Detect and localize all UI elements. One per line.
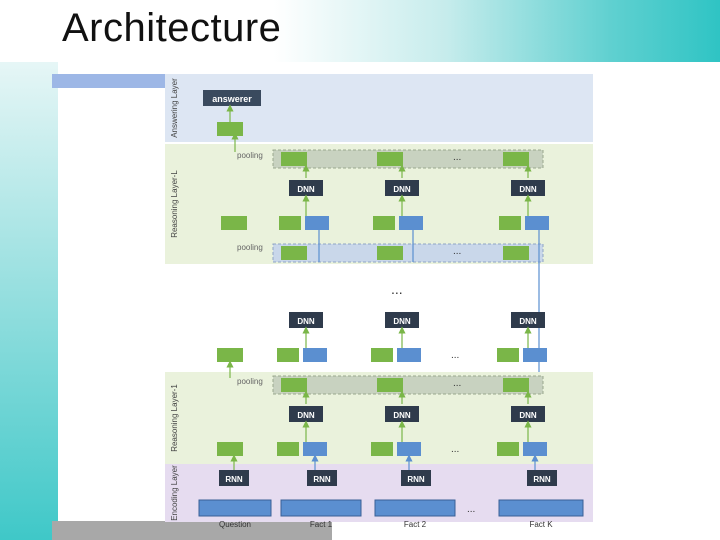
rnn-1: [219, 470, 249, 486]
rnn-4: [527, 470, 557, 486]
dnn-mid-1: [289, 312, 323, 328]
ellipsis-row-mid: ...: [451, 350, 459, 361]
answer-q-box: [217, 122, 243, 136]
dnn-bot-2: [385, 406, 419, 422]
dnn-bot-3-label: DNN: [519, 411, 537, 420]
pooling-label-bottom: pooling: [237, 377, 263, 386]
answering-layer-label: Answering Layer: [170, 78, 179, 138]
reasoning-layer-1-label: Reasoning Layer-1: [170, 384, 179, 452]
rnn-2: [307, 470, 337, 486]
dnn-mid-2-label: DNN: [393, 317, 411, 326]
dnn-mid-3-label: DNN: [519, 317, 537, 326]
fact2-tokens: [374, 499, 456, 517]
ellipsis-row-bottom: ...: [451, 444, 459, 455]
dnn-top-1-label: DNN: [297, 185, 315, 194]
pooling-row-bottom: [272, 375, 544, 395]
header-gradient: [0, 0, 720, 62]
rnn-4-label: RNN: [533, 475, 551, 484]
dnn-bot-1-label: DNN: [297, 411, 315, 420]
dnn-bot-3: [511, 406, 545, 422]
ellipsis-pool-mid: ...: [453, 246, 461, 257]
dnn-top-1: [289, 180, 323, 196]
pooling-row-top: [272, 149, 544, 169]
answerer-box: [203, 90, 261, 106]
dnn-top-2: [385, 180, 419, 196]
dnn-bot-1: [289, 406, 323, 422]
ellipsis-pool-bottom: ...: [453, 378, 461, 389]
reasoning-layer-l-label: Reasoning Layer-L: [170, 170, 179, 238]
rnn-3: [401, 470, 431, 486]
input-label-factk: Fact K: [529, 520, 553, 529]
architecture-diagram: Answering Layer Reasoning Layer-L Reason…: [165, 74, 593, 529]
side-gradient: [0, 62, 58, 540]
ellipsis-tokens: ...: [467, 504, 475, 515]
pooling-row-mid: [272, 243, 544, 263]
rnn-2-label: RNN: [313, 475, 331, 484]
ellipsis-pool-top: ...: [453, 152, 461, 163]
bottom-gray-strip: [52, 521, 332, 540]
rnn-1-label: RNN: [225, 475, 243, 484]
input-label-fact1: Fact 1: [310, 520, 333, 529]
slide-title: Architecture: [62, 6, 282, 50]
dnn-top-3: [511, 180, 545, 196]
dnn-mid-3: [511, 312, 545, 328]
accent-bar: [52, 74, 180, 88]
ellipsis-middle: ...: [391, 281, 403, 297]
pooling-label-mid: pooling: [237, 243, 263, 252]
pooling-label-top: pooling: [237, 151, 263, 160]
dnn-mid-2: [385, 312, 419, 328]
fact1-tokens: [280, 499, 362, 517]
encoding-layer-label: Encoding Layer: [170, 465, 179, 521]
question-tokens: [198, 499, 272, 517]
input-label-question: Question: [219, 520, 251, 529]
dnn-top-3-label: DNN: [519, 185, 537, 194]
rnn-3-label: RNN: [407, 475, 425, 484]
dnn-bot-2-label: DNN: [393, 411, 411, 420]
factk-tokens: [498, 499, 584, 517]
answerer-label: answerer: [212, 94, 252, 104]
input-label-fact2: Fact 2: [404, 520, 427, 529]
dnn-top-2-label: DNN: [393, 185, 411, 194]
dnn-mid-1-label: DNN: [297, 317, 315, 326]
